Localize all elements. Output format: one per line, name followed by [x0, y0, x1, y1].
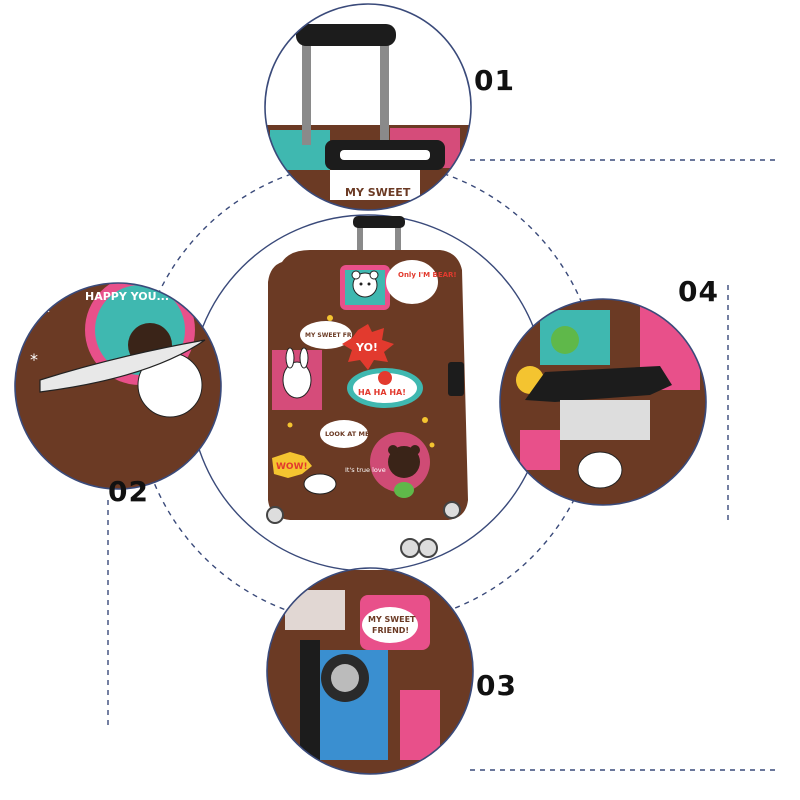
callout-03: 03 — [476, 669, 517, 702]
svg-text:*: * — [140, 385, 148, 404]
look-at-me-text: LOOK AT ME — [325, 430, 369, 438]
detail-02-zipper: HAPPY YOU... * * * — [14, 282, 222, 490]
my-sweet-text: MY SWEET — [345, 186, 411, 199]
ha-ha-ha-text: HA HA HA! — [358, 388, 406, 397]
detail-04-side-handle — [499, 298, 707, 506]
leader-lines — [107, 159, 780, 771]
its-true-love-text: It's true love — [345, 466, 386, 474]
yo-burst — [342, 324, 394, 370]
detail-01-handle: MY SWEET — [264, 3, 472, 211]
bear-speech-bubble — [386, 260, 438, 304]
my-sweet-friend-text: MY SWEET FRIEND! — [305, 332, 371, 339]
wow-text: WOW! — [276, 462, 308, 472]
callout-01: 01 — [474, 64, 515, 97]
suitcase-lock — [448, 362, 464, 396]
detail-03-wheels: MY SWEET FRIEND! — [266, 567, 474, 775]
suitcase-handle-left-pole — [357, 222, 363, 270]
suitcase-wheels — [266, 501, 461, 558]
only-im-bear-text: Only I'M BEAR! — [398, 271, 457, 279]
look-at-me-bubble — [320, 420, 368, 448]
svg-text:MY SWEET: MY SWEET — [368, 615, 416, 624]
yo-text: YO! — [355, 341, 378, 354]
callout-02: 02 — [108, 475, 149, 508]
suitcase-handle-grip — [353, 216, 405, 228]
my-sweet-friend-bubble — [300, 321, 352, 349]
happy-you-text: HAPPY YOU... — [85, 290, 169, 303]
suitcase: Only I'M BEAR! MY SWEET FRIEND! YO! HA H… — [266, 216, 468, 558]
svg-text:*: * — [30, 350, 38, 369]
wow-burst — [272, 452, 312, 478]
callout-04: 04 — [678, 275, 719, 308]
suitcase-handle-right-pole — [395, 222, 401, 270]
svg-text:FRIEND!: FRIEND! — [372, 626, 409, 635]
